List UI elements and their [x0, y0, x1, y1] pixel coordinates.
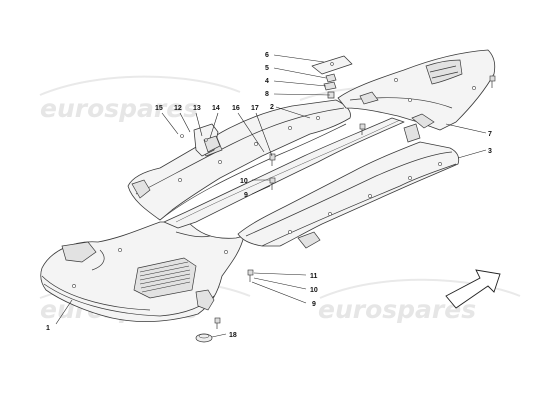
callout-13: 13 [193, 105, 201, 112]
callout-16: 16 [232, 105, 240, 112]
callout-10-lower: 10 [310, 287, 318, 294]
callout-9-upper: 9 [244, 192, 248, 199]
callout-18: 18 [229, 332, 237, 339]
rear-diffuser-part [337, 49, 496, 131]
callout-4: 4 [265, 78, 269, 85]
callout-1: 1 [46, 325, 50, 332]
direction-arrow-icon [445, 269, 501, 309]
callout-6: 6 [265, 52, 269, 59]
watermark-text-top: eurospares [40, 94, 198, 123]
leader-lines [55, 54, 487, 338]
callout-9-lower: 9 [312, 301, 316, 308]
callout-15: 15 [155, 105, 163, 112]
right-side-undertray-part [237, 123, 460, 249]
fastener-screw-10-9 [269, 177, 276, 190]
rear-bracket-part [311, 55, 353, 99]
fastener-screws-9-10-11 [214, 269, 254, 329]
callout-11: 11 [310, 273, 318, 280]
callout-14: 14 [212, 105, 220, 112]
callout-2: 2 [270, 104, 274, 111]
callout-7: 7 [488, 131, 492, 138]
fastener-screw-17 [269, 153, 276, 166]
callout-5: 5 [265, 65, 269, 72]
callout-labels: 6 5 4 8 2 15 12 13 14 16 17 10 9 7 3 11 … [46, 52, 492, 339]
front-vent-grille [139, 261, 191, 293]
fastener-screw-8 [359, 123, 366, 135]
fastener-screw-rear [489, 75, 496, 88]
grommet-part-18 [195, 333, 213, 343]
callout-3: 3 [488, 148, 492, 155]
callout-12: 12 [174, 105, 182, 112]
callout-10-upper: 10 [240, 178, 248, 185]
callout-17: 17 [251, 105, 259, 112]
front-undertray-part [40, 221, 245, 322]
watermark-top: eurospares [39, 75, 241, 123]
callout-8: 8 [265, 91, 269, 98]
